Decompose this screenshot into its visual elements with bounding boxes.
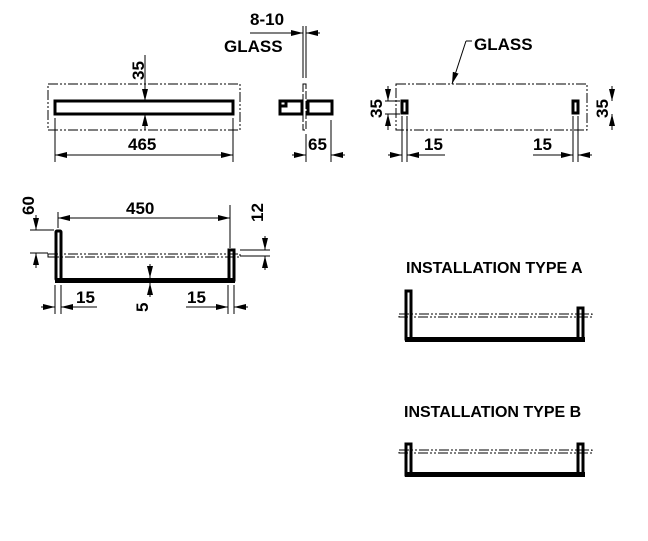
post-left xyxy=(54,229,63,282)
glass-line xyxy=(47,253,241,258)
bottom-bar xyxy=(405,337,585,342)
post-left xyxy=(404,289,413,341)
post-right xyxy=(576,442,585,477)
dim-bottom-right-offset: 15 xyxy=(187,288,206,307)
top-glass-label: GLASS xyxy=(474,35,533,54)
glass-line xyxy=(398,313,593,318)
post-right xyxy=(576,306,585,341)
dim-top-left-height: 35 xyxy=(367,99,386,118)
elevation-view: 450 60 12 15 15 5 xyxy=(19,196,270,314)
dim-top-left-offset: 15 xyxy=(424,135,443,154)
slot-left xyxy=(400,99,409,115)
dim-side-depth: 65 xyxy=(308,135,327,154)
dim-glass-thickness: 8-10 xyxy=(250,10,284,29)
bracket-left xyxy=(278,99,304,116)
shelf-bar xyxy=(53,99,235,116)
glass-outline xyxy=(47,83,241,131)
installation-title: INSTALLATION TYPE B xyxy=(404,404,581,421)
glass-line xyxy=(398,449,593,454)
glass-label: GLASS xyxy=(224,37,283,56)
installation-type-a: INSTALLATION TYPE A xyxy=(398,260,593,342)
glass-outline xyxy=(395,83,588,131)
dim-bar-thickness: 5 xyxy=(133,303,152,312)
installation-title: INSTALLATION TYPE A xyxy=(406,260,583,277)
dim-front-height: 35 xyxy=(129,61,148,80)
front-view: 35 465 xyxy=(47,55,241,162)
dim-inner-length: 450 xyxy=(126,199,154,218)
dim-bottom-left-offset: 15 xyxy=(76,288,95,307)
bottom-bar xyxy=(55,278,235,283)
dim-top-right-height: 35 xyxy=(593,99,612,118)
installation-type-b: INSTALLATION TYPE B xyxy=(398,404,593,477)
side-view: 8-10 GLASS 65 xyxy=(224,10,345,162)
dim-post-height: 60 xyxy=(19,196,38,215)
bracket-right xyxy=(306,99,334,116)
dim-short-post-height: 12 xyxy=(248,203,267,222)
post-left xyxy=(404,442,413,477)
top-view: GLASS 35 35 15 15 xyxy=(367,35,615,162)
dim-top-right-offset: 15 xyxy=(533,135,552,154)
dim-front-length: 465 xyxy=(128,135,156,154)
slot-right xyxy=(571,99,580,115)
bottom-bar xyxy=(405,472,585,477)
